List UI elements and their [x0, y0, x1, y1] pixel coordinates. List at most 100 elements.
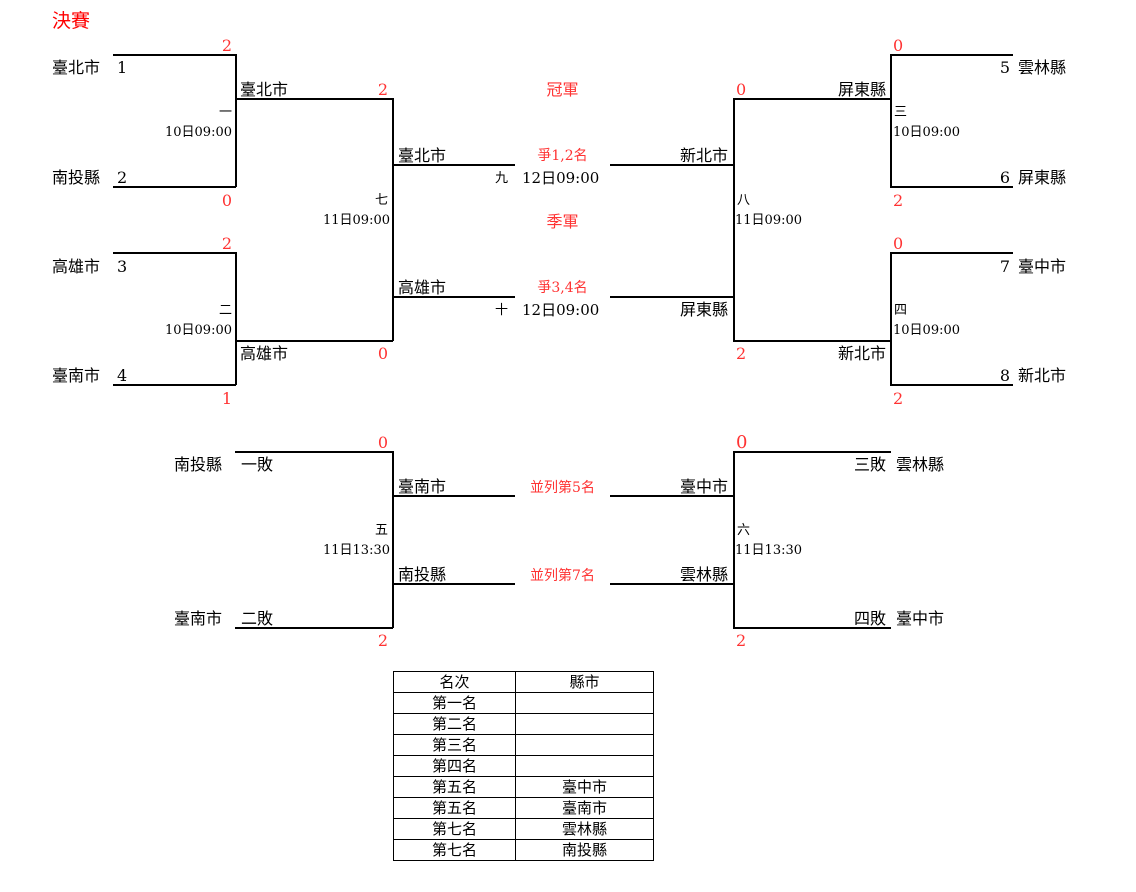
- score: 0: [221, 191, 232, 210]
- team-name: 屏東縣: [679, 300, 728, 319]
- game-number: 六: [737, 523, 751, 538]
- team-cell: [515, 734, 654, 756]
- loser-tag: 一敗: [241, 455, 274, 474]
- score: 2: [221, 234, 232, 253]
- team-name: 高雄市: [398, 278, 447, 297]
- team-name: 高雄市: [240, 344, 289, 363]
- bracket-line: [235, 98, 393, 100]
- bracket-line: [610, 583, 734, 585]
- game-number: 十: [495, 303, 509, 318]
- bracket-line: [733, 627, 891, 629]
- game-time: 11日09:00: [735, 213, 803, 228]
- team-name: 南投縣: [398, 565, 447, 584]
- game-number: 一: [218, 105, 232, 120]
- score: 2: [221, 36, 232, 55]
- game-number: 五: [374, 523, 388, 538]
- bracket-line: [733, 340, 891, 342]
- team-name: 雲林縣: [679, 565, 728, 584]
- score: 2: [893, 389, 904, 408]
- seed-number: 1: [117, 58, 128, 77]
- table-row: 第三名: [393, 734, 654, 756]
- score: 2: [377, 80, 388, 99]
- team-name: 臺南市: [398, 477, 447, 496]
- team-cell: [515, 755, 654, 777]
- table-row: 第二名: [393, 713, 654, 735]
- bracket-line: [235, 340, 393, 342]
- rank-cell: 第五名: [393, 776, 516, 798]
- bracket-line: [890, 384, 1013, 386]
- ranking-table: 名次 縣市 第一名 第二名 第三名 第四名 第五名 臺中市 第五名 臺南市 第七…: [393, 671, 654, 861]
- table-header-row: 名次 縣市: [393, 671, 654, 693]
- bracket-line: [392, 164, 515, 166]
- team-cell: 臺南市: [515, 797, 654, 819]
- game-number: 七: [374, 193, 388, 208]
- rank-cell: 第一名: [393, 692, 516, 714]
- bracket-line: [113, 252, 236, 254]
- bracket-line: [890, 54, 1013, 56]
- seed-number: 4: [117, 366, 128, 385]
- rank-cell: 第七名: [393, 839, 516, 861]
- rank-cell: 第五名: [393, 797, 516, 819]
- score: 0: [736, 432, 748, 453]
- seed-number: 8: [999, 366, 1010, 385]
- team-name: 臺中市: [679, 477, 728, 496]
- team-name: 臺北市: [240, 80, 289, 99]
- seed-number: 6: [999, 168, 1010, 187]
- score: 0: [893, 36, 904, 55]
- game-number: 九: [495, 171, 509, 186]
- team-name: 新北市: [837, 344, 886, 363]
- rank-cell: 第二名: [393, 713, 516, 735]
- score: 1: [221, 389, 232, 408]
- team-name: 臺中市: [1018, 257, 1067, 276]
- loser-tag: 三敗: [853, 455, 886, 474]
- seed-number: 2: [117, 168, 128, 187]
- seed-number: 7: [999, 257, 1010, 276]
- game-time: 12日09:00: [522, 301, 600, 319]
- score: 0: [736, 80, 747, 99]
- score: 0: [893, 234, 904, 253]
- rank-cell: 第四名: [393, 755, 516, 777]
- bracket-line: [733, 451, 891, 453]
- game-time: 11日13:30: [735, 543, 803, 558]
- score: 0: [377, 433, 388, 452]
- game-time: 11日13:30: [322, 543, 390, 558]
- bracket-line: [890, 54, 892, 187]
- score: 2: [377, 631, 388, 650]
- team-name: 屏東縣: [1018, 168, 1067, 187]
- bracket-line: [235, 627, 393, 629]
- bracket-line: [610, 296, 734, 298]
- tied-fifth-label: 並列第5名: [530, 480, 595, 496]
- team-cell: [515, 692, 654, 714]
- bracket-line: [392, 495, 515, 497]
- team-cell: 南投縣: [515, 839, 654, 861]
- bracket-line: [890, 252, 892, 385]
- team-name: 臺中市: [896, 609, 945, 628]
- game-time: 11日09:00: [322, 213, 390, 228]
- bracket-line: [733, 98, 735, 341]
- team-name: 屏東縣: [837, 80, 886, 99]
- bracket-line: [392, 296, 515, 298]
- bracket-line: [392, 98, 394, 341]
- game-number: 三: [894, 105, 908, 120]
- team-name: 雲林縣: [1018, 58, 1067, 77]
- score: 2: [736, 344, 747, 363]
- score: 2: [736, 631, 747, 650]
- final-match-label: 爭1,2名: [537, 148, 588, 164]
- bracket-line: [610, 164, 734, 166]
- game-time: 10日09:00: [164, 323, 232, 338]
- score: 0: [377, 344, 388, 363]
- game-time: 10日09:00: [893, 125, 961, 140]
- bracket-line: [235, 252, 237, 385]
- loser-tag: 二敗: [241, 609, 274, 628]
- bracket-line: [113, 54, 236, 56]
- third-match-label: 爭3,4名: [537, 280, 588, 296]
- bracket-line: [392, 451, 394, 628]
- table-row: 第一名: [393, 692, 654, 714]
- game-time: 10日09:00: [164, 125, 232, 140]
- team-name: 新北市: [679, 146, 728, 165]
- team-cell: 臺中市: [515, 776, 654, 798]
- table-row: 第五名 臺南市: [393, 797, 654, 819]
- bracket-line: [610, 495, 734, 497]
- page-title: 決賽: [52, 10, 91, 32]
- team-name: 臺北市: [52, 58, 101, 77]
